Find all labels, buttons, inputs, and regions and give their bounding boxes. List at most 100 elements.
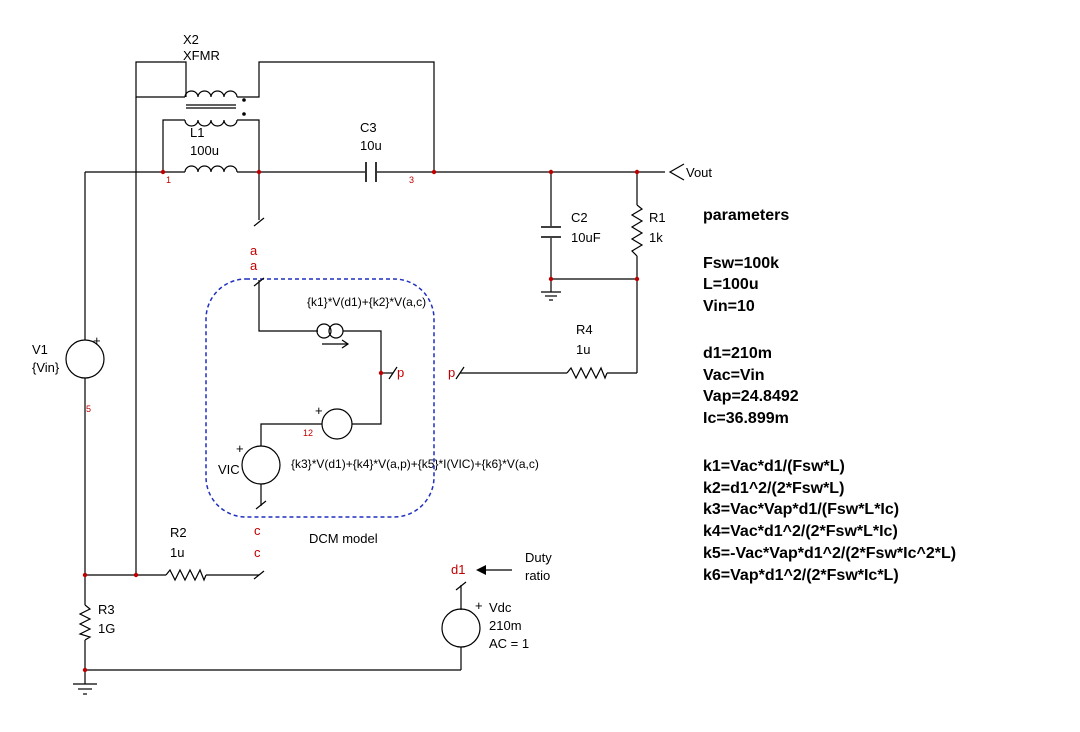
current-source-gi: {k1}*V(d1)+{k2}*V(a,c) <box>307 295 426 349</box>
current-arrow-icon <box>341 339 350 349</box>
resistor-icon <box>78 604 92 641</box>
resistor-r4: R4 1u <box>566 322 608 380</box>
xfmr-secondary-winding <box>184 119 238 127</box>
xfmr-primary-winding <box>184 90 238 98</box>
r1-value: 1k <box>649 230 663 245</box>
net-flag-a-tick <box>253 217 265 227</box>
gi-left-wire <box>258 280 318 332</box>
r3-ref: R3 <box>98 602 115 617</box>
junction-dot <box>634 169 640 175</box>
param-line: k3=Vac*Vap*d1/(Fsw*L*Ic) <box>703 501 899 518</box>
resistor-r1: R1 1k <box>630 204 666 257</box>
param-line: k2=d1^2/(2*Fsw*L) <box>703 480 844 497</box>
r2-value: 1u <box>170 545 184 560</box>
junction-dot <box>548 276 554 282</box>
node-number: 3 <box>409 175 414 185</box>
xfmr-dot-icon <box>242 112 246 116</box>
ground-c2 <box>541 291 561 301</box>
vic-polarity: + <box>236 441 244 456</box>
r1-ref: R1 <box>649 210 666 225</box>
v1-polarity: + <box>93 333 101 348</box>
c2-ref: C2 <box>571 210 588 225</box>
param-line: Ic=36.899m <box>703 410 789 427</box>
param-line: k6=Vap*d1^2/(2*Fsw*Ic*L) <box>703 567 899 584</box>
vout-label: Vout <box>686 165 712 180</box>
param-line: L=100u <box>703 276 759 293</box>
ratio-label: ratio <box>525 568 550 583</box>
vout-arrow <box>668 163 685 181</box>
node-number: 5 <box>86 404 91 414</box>
net-flags: a a p p c c d1 Vout <box>250 165 712 591</box>
ge-left-wire <box>260 423 322 446</box>
net-flag-c-tick <box>253 570 265 580</box>
resistor-r2: R2 1u <box>165 525 207 582</box>
capacitor-c3: C3 10u <box>360 120 382 182</box>
junction-dot <box>378 370 384 376</box>
junction-dot <box>548 169 554 175</box>
parameters-title: parameters <box>703 207 789 224</box>
node-number: 12 <box>303 428 313 438</box>
junction-dot <box>82 667 88 673</box>
voltage-source-v1: + V1 {Vin} <box>32 333 105 379</box>
net-label-a: a <box>250 258 258 273</box>
net-label-d1: d1 <box>451 562 465 577</box>
voltage-source-icon <box>241 445 281 485</box>
net-flag-c-tick <box>255 500 267 510</box>
param-line: k5=-Vac*Vap*d1^2/(2*Fsw*Ic^2*L) <box>703 545 956 562</box>
parameters-block: parameters Fsw=100k L=100u Vin=10 d1=210… <box>703 207 956 584</box>
net-label-c: c <box>254 523 261 538</box>
param-line: k4=Vac*d1^2/(2*Fsw*L*Ic) <box>703 523 898 540</box>
voltage-source-vic: + VIC <box>218 441 281 485</box>
param-line: Vin=10 <box>703 298 755 315</box>
junction-dot <box>634 276 640 282</box>
c3-ref: C3 <box>360 120 377 135</box>
net-label-c: c <box>254 545 261 560</box>
junction-dots: 1 3 5 12 <box>82 169 640 673</box>
resistor-r3: R3 1G <box>78 602 115 641</box>
x2-value: XFMR <box>183 48 220 63</box>
x2-ref: X2 <box>183 32 199 47</box>
voltage-source-icon <box>441 608 481 648</box>
l1-value: 100u <box>190 143 219 158</box>
net-label-p: p <box>397 365 404 380</box>
v1-ref: V1 <box>32 342 48 357</box>
transformer-x2: X2 XFMR <box>183 32 246 127</box>
resistor-icon <box>165 568 207 582</box>
vic-ref: VIC <box>218 462 240 477</box>
gi-right-wire <box>343 330 382 425</box>
resistor-icon <box>566 366 608 380</box>
junction-dot <box>256 169 262 175</box>
ge-expression: {k3}*V(d1)+{k4}*V(a,p)+{k5}*I(VIC)+{k6}*… <box>291 457 539 471</box>
vdc-polarity: + <box>475 598 483 613</box>
junction-dot <box>431 169 437 175</box>
vdc-ac: AC = 1 <box>489 636 529 651</box>
param-line: k1=Vac*d1/(Fsw*L) <box>703 458 845 475</box>
voltage-source-icon <box>65 339 105 379</box>
vdc-ref: Vdc <box>489 600 512 615</box>
r2-ref: R2 <box>170 525 187 540</box>
junction-dot <box>133 572 139 578</box>
voltage-source-vdc: + Vdc 210m AC = 1 <box>441 598 529 651</box>
param-line: Vac=Vin <box>703 367 765 384</box>
c3-value: 10u <box>360 138 382 153</box>
net-flag-p-tick <box>455 366 465 380</box>
current-source-icon <box>316 323 332 339</box>
junction-dot <box>82 572 88 578</box>
c2-value: 10uF <box>571 230 601 245</box>
l1-ref: L1 <box>190 125 204 140</box>
xfmr-inner-left-wire <box>162 119 185 172</box>
vdc-value: 210m <box>489 618 522 633</box>
r3-value: 1G <box>98 621 115 636</box>
r4-ref: R4 <box>576 322 593 337</box>
xfmr-right-loop-wire <box>237 61 435 172</box>
duty-ratio-annotation: Duty ratio <box>476 550 552 583</box>
ge-polarity: + <box>315 403 323 418</box>
v1-value: {Vin} <box>32 360 60 375</box>
arrow-left-icon <box>476 565 486 575</box>
net-label-a: a <box>250 243 258 258</box>
capacitor-c2: C2 10uF <box>541 210 601 245</box>
resistor-icon <box>630 204 644 257</box>
gi-expression: {k1}*V(d1)+{k2}*V(a,c) <box>307 295 426 309</box>
r4-value: 1u <box>576 342 590 357</box>
